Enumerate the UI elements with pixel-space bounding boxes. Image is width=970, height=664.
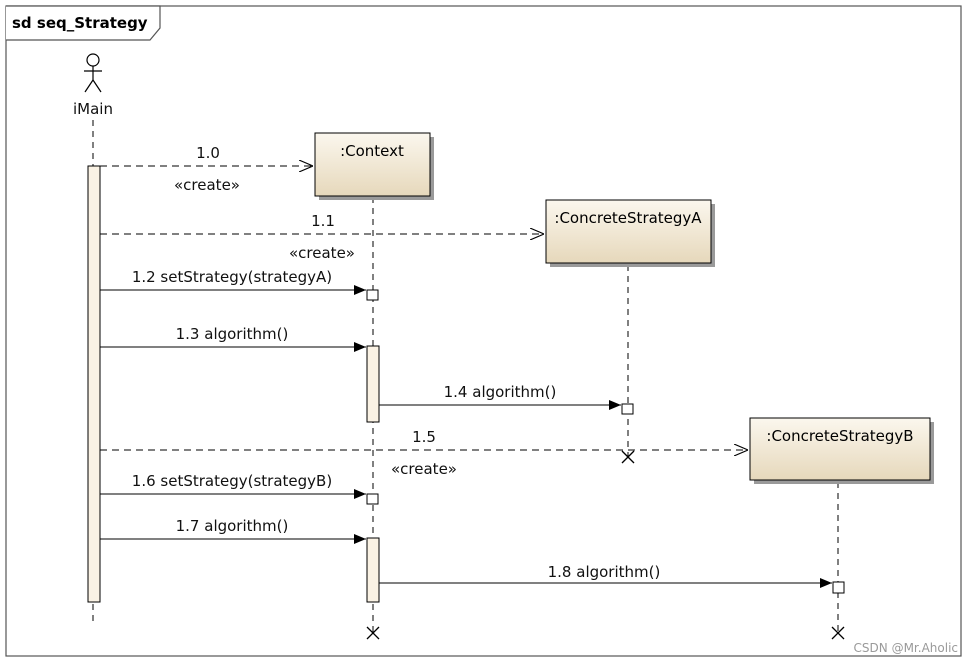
diagram-frame bbox=[5, 5, 962, 657]
actor-icon bbox=[84, 53, 102, 93]
message-1-1-stereotype: «create» bbox=[289, 244, 355, 262]
activation-context-1 bbox=[366, 345, 380, 423]
object-context: :Context bbox=[314, 132, 434, 200]
message-1-5-label: 1.5 bbox=[412, 428, 436, 446]
message-1-3-label: 1.3 algorithm() bbox=[176, 325, 289, 343]
object-strategy-a-name: :ConcreteStrategyA bbox=[554, 209, 702, 227]
message-1-8-label: 1.8 algorithm() bbox=[548, 563, 661, 581]
object-strategy-b: :ConcreteStrategyB bbox=[749, 417, 934, 484]
watermark: CSDN @Mr.Aholic bbox=[854, 641, 958, 655]
frame-title-tab bbox=[6, 5, 161, 41]
message-1-0-stereotype: «create» bbox=[174, 176, 240, 194]
exec-spec-strategy-b bbox=[832, 581, 845, 594]
actor-name: iMain bbox=[73, 100, 113, 118]
destroy-marker-strategy-a bbox=[621, 450, 635, 464]
message-1-4-label: 1.4 algorithm() bbox=[444, 383, 557, 401]
message-1-5-stereotype: «create» bbox=[391, 460, 457, 478]
exec-spec-context-setstrategy-b bbox=[366, 493, 379, 505]
activation-context-2 bbox=[366, 537, 380, 603]
object-context-name: :Context bbox=[340, 142, 404, 160]
object-strategy-a: :ConcreteStrategyA bbox=[545, 199, 715, 267]
exec-spec-context-setstrategy-a bbox=[366, 289, 379, 301]
message-1-2-label: 1.2 setStrategy(strategyA) bbox=[132, 268, 332, 286]
exec-spec-strategy-a bbox=[621, 403, 634, 415]
object-strategy-b-name: :ConcreteStrategyB bbox=[766, 427, 913, 445]
message-1-1-label: 1.1 bbox=[311, 212, 335, 230]
message-1-7-label: 1.7 algorithm() bbox=[176, 517, 289, 535]
message-1-6-label: 1.6 setStrategy(strategyB) bbox=[132, 472, 332, 490]
message-1-0-label: 1.0 bbox=[196, 144, 220, 162]
frame-title: sd seq_Strategy bbox=[12, 14, 148, 32]
destroy-marker-context bbox=[366, 626, 380, 640]
activation-imain bbox=[87, 165, 101, 603]
destroy-marker-strategy-b bbox=[831, 626, 845, 640]
